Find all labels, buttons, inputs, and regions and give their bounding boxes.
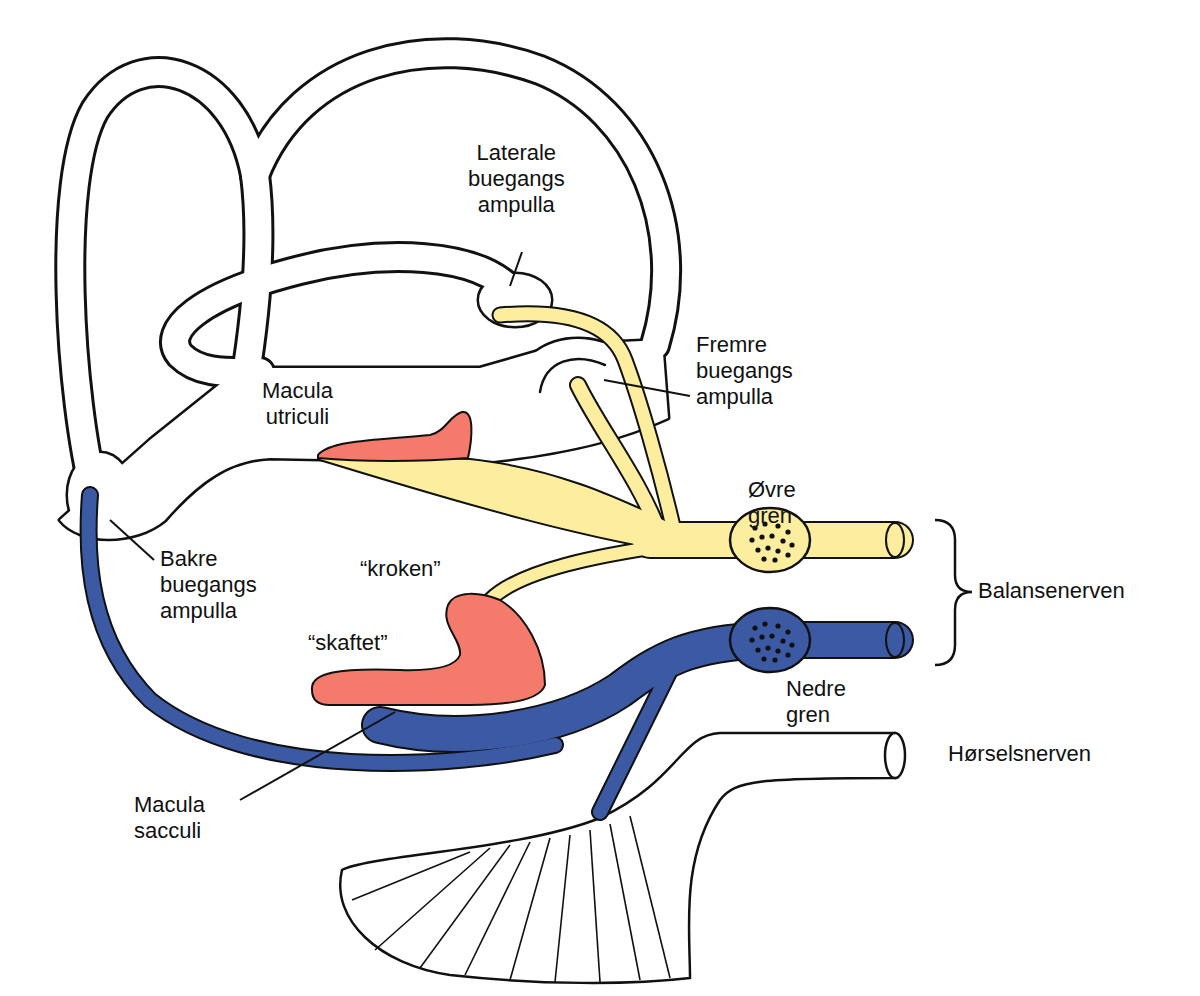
vestibular-ganglion [752, 625, 757, 630]
vestibular-ganglion [772, 657, 777, 662]
nerve [500, 314, 675, 535]
part-label: Fremre buegangs ampulla [696, 332, 793, 410]
part-label: Hørselsnerven [948, 741, 1091, 767]
leader-line [240, 712, 395, 800]
labyrinth-outline [255, 53, 666, 345]
vestibular-ganglion [772, 557, 777, 562]
cochlear-nerve [510, 838, 550, 980]
vestibular-ganglion [775, 623, 780, 628]
cochlear-nerve [375, 848, 490, 950]
vestibular-ganglion [789, 642, 794, 647]
cochlear-nerve [885, 733, 905, 778]
vestibular-ganglion [761, 556, 766, 561]
vestibular-ganglion [765, 645, 770, 650]
vestibular-ganglion [749, 637, 754, 642]
vestibular-ganglion [780, 638, 785, 643]
vestibular-ganglion [762, 621, 767, 626]
nerve-end [886, 623, 904, 657]
vestibular-ganglion [775, 648, 780, 653]
nerve-outline [89, 314, 895, 812]
labyrinth [255, 53, 666, 345]
vestibular-ganglion [785, 652, 790, 657]
part-label: Nedre gren [786, 676, 846, 728]
cochlear-nerve [352, 816, 670, 982]
part-label: Bakre buegangs ampulla [160, 546, 257, 624]
labyrinth-outline [175, 257, 515, 372]
nerve-end [886, 523, 904, 557]
cochlear-nerve [420, 845, 510, 968]
cochlear-nerve [555, 835, 570, 982]
macula-utriculi [318, 412, 471, 461]
leader-line [510, 252, 522, 286]
brace [935, 520, 972, 665]
vestibular-ganglion [785, 552, 790, 557]
labyrinth [175, 257, 515, 372]
part-label: Øvre gren [748, 477, 796, 529]
vestibular-ganglion [769, 633, 774, 638]
leader-line [110, 252, 690, 800]
part-label: Macula utriculi [262, 378, 333, 430]
vestibular-ganglion [759, 634, 764, 639]
vestibular-ganglion [730, 608, 810, 672]
part-label: Macula sacculi [134, 792, 205, 844]
labyrinth-outline [68, 453, 132, 537]
cochlear-nerve [590, 830, 600, 982]
vestibular-ganglion [775, 548, 780, 553]
vestibular-ganglion [769, 533, 774, 538]
cochlear-nerve [465, 842, 530, 975]
vestibular-ganglion [730, 608, 810, 672]
part-label: “kroken” [360, 556, 441, 582]
nerve [89, 314, 895, 812]
leader-line [604, 380, 690, 396]
vestibular-ganglion [755, 547, 760, 552]
vestibular-ganglion [761, 656, 766, 661]
vestibular-ganglion [789, 542, 794, 547]
part-label: “skaftet” [308, 630, 387, 656]
leader-line [110, 520, 154, 560]
vestibular-ganglion [785, 629, 790, 634]
part-label: Laterale buegangs ampulla [468, 140, 565, 218]
vestibular-ganglion [749, 537, 754, 542]
vestibular-ganglion [780, 538, 785, 543]
vestibular-ganglion [755, 647, 760, 652]
cochlear-nerve [610, 824, 640, 980]
vestibular-ganglion [749, 621, 794, 662]
labyrinth [68, 453, 132, 537]
part-label: Balansenerven [978, 578, 1125, 604]
vestibular-ganglion [759, 534, 764, 539]
cochlear-nerve [630, 816, 670, 978]
vestibular-ganglion [785, 529, 790, 534]
cochlear-nerve [352, 852, 470, 900]
vestibular-ganglion [765, 545, 770, 550]
